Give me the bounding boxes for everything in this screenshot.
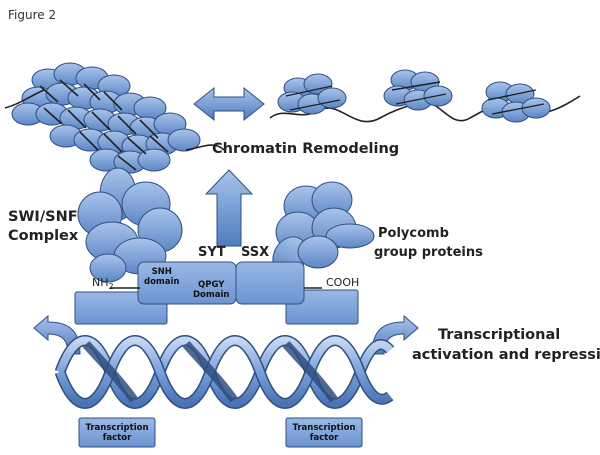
complex-label: Complex — [8, 228, 79, 244]
condensed-chromatin — [11, 62, 201, 174]
fusion-protein-blocks — [74, 261, 359, 325]
transcription-factor-boxes — [78, 417, 363, 448]
double-arrow-icon — [193, 86, 265, 122]
swi-snf-complex — [77, 167, 183, 283]
dna-helix — [54, 335, 395, 409]
polycomb-label: Polycomb — [378, 226, 449, 241]
syt-label: SYT — [198, 245, 226, 260]
open-dna-wraps — [285, 81, 545, 115]
polycomb-complex — [272, 181, 375, 276]
activation-repression-label: activation and repression — [412, 347, 600, 363]
nh2-label: NH2 — [92, 276, 114, 292]
condensed-dna-strands — [4, 79, 225, 171]
swi-snf-label: SWI/SNF — [8, 209, 78, 225]
ssx-label: SSX — [241, 245, 270, 260]
open-nucleosomes — [277, 69, 551, 123]
cooh-label: COOH — [326, 276, 360, 289]
chromatin-remodeling-label: Chromatin Remodeling — [212, 141, 400, 157]
up-arrow-icon — [204, 169, 254, 247]
group-proteins-label: group proteins — [374, 245, 483, 260]
transcriptional-label: Transcriptional — [438, 327, 561, 343]
figure-title: Figure 2 — [8, 8, 57, 22]
